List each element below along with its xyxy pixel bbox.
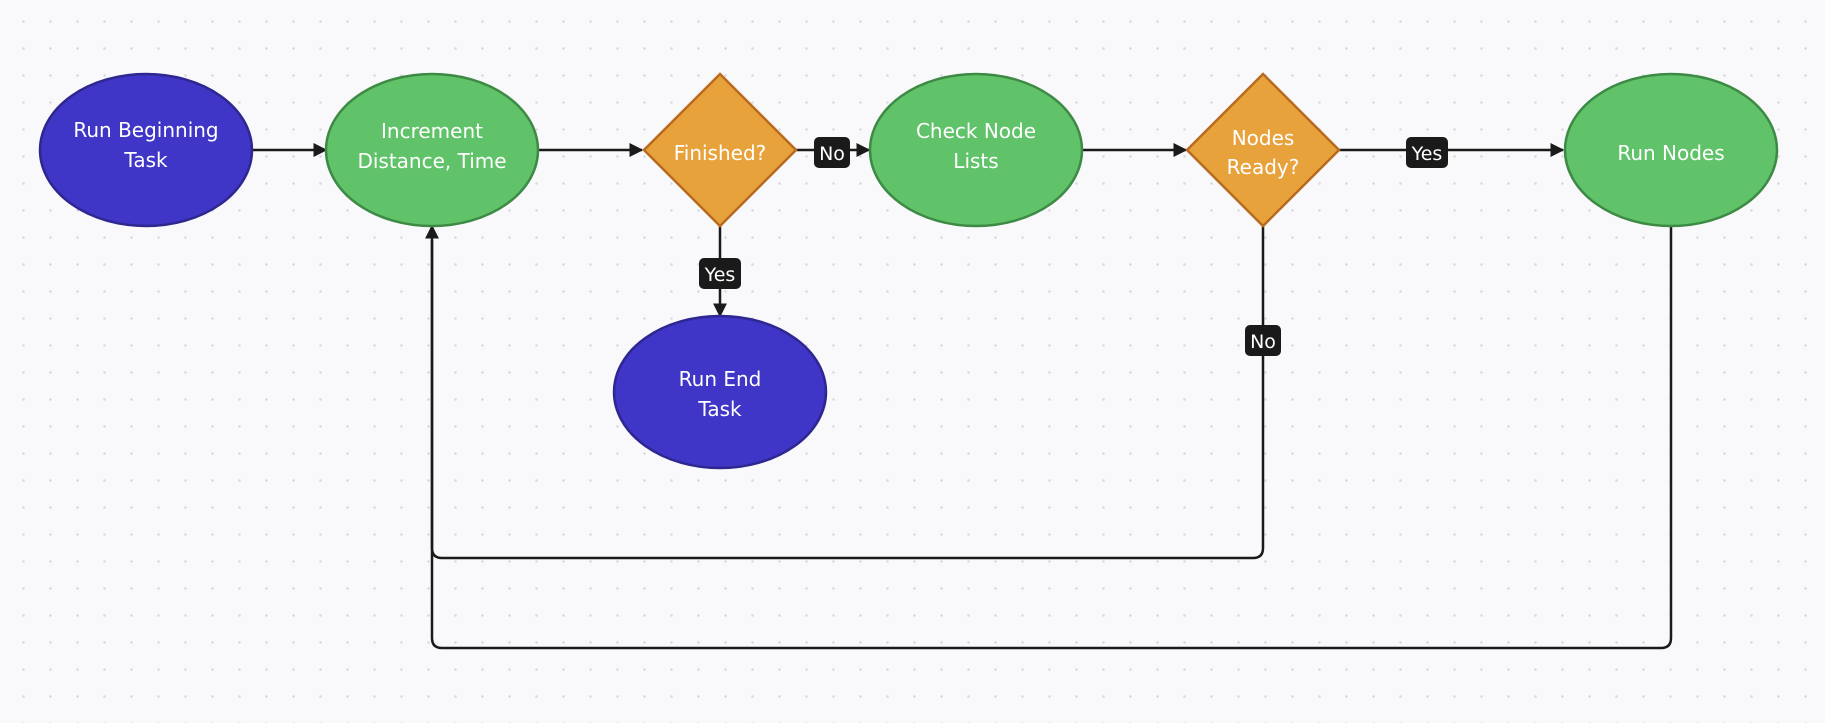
- decision-diamond: [1185, 72, 1341, 228]
- process-ellipse: [868, 72, 1084, 228]
- node-nodes-ready[interactable]: Nodes Ready?: [1185, 72, 1341, 228]
- edges: [252, 143, 1673, 650]
- node-label: Distance, Time: [357, 149, 506, 173]
- edge-label-finished-yes: Yes: [699, 258, 741, 289]
- process-ellipse: [324, 72, 540, 228]
- edge-label-text: No: [1250, 331, 1276, 353]
- node-label: Run Beginning: [73, 118, 218, 142]
- process-ellipse: [1563, 72, 1779, 228]
- edge-label-badge: [1245, 325, 1281, 356]
- node-increment-distance-time[interactable]: Increment Distance, Time: [324, 72, 540, 228]
- node-label: Increment: [381, 119, 483, 143]
- node-label: Check Node: [916, 119, 1036, 143]
- node-run-beginning-task[interactable]: Run Beginning Task: [38, 72, 254, 228]
- node-label: Run Nodes: [1617, 141, 1724, 165]
- node-label: Lists: [953, 149, 998, 173]
- node-finished[interactable]: Finished?: [642, 72, 798, 228]
- decision-diamond: [642, 72, 798, 228]
- node-label: Run End: [679, 367, 762, 391]
- edge-label-finished-no: No: [814, 137, 850, 168]
- edge-label-nodes-ready-yes: Yes: [1406, 137, 1448, 168]
- edge-label-text: No: [819, 143, 845, 165]
- node-label: Nodes: [1232, 126, 1295, 150]
- edge-run-nodes-loop[interactable]: [430, 226, 1673, 650]
- edge-nodes-ready-no-loop[interactable]: [425, 224, 1265, 560]
- edge-label-badge: [699, 258, 741, 289]
- node-label: Ready?: [1227, 155, 1300, 179]
- edge-label-badge: [1406, 137, 1448, 168]
- edge-label-text: Yes: [704, 264, 736, 286]
- task-ellipse: [612, 314, 828, 470]
- node-label: Finished?: [674, 141, 767, 165]
- node-run-nodes[interactable]: Run Nodes: [1563, 72, 1779, 228]
- edge-label-nodes-ready-no: No: [1245, 325, 1281, 356]
- node-label: Task: [697, 397, 742, 421]
- node-run-end-task[interactable]: Run End Task: [612, 314, 828, 470]
- task-ellipse: [38, 72, 254, 228]
- edge-label-text: Yes: [1411, 143, 1443, 165]
- node-label: Task: [123, 148, 168, 172]
- edge-label-badge: [814, 137, 850, 168]
- node-check-node-lists[interactable]: Check Node Lists: [868, 72, 1084, 228]
